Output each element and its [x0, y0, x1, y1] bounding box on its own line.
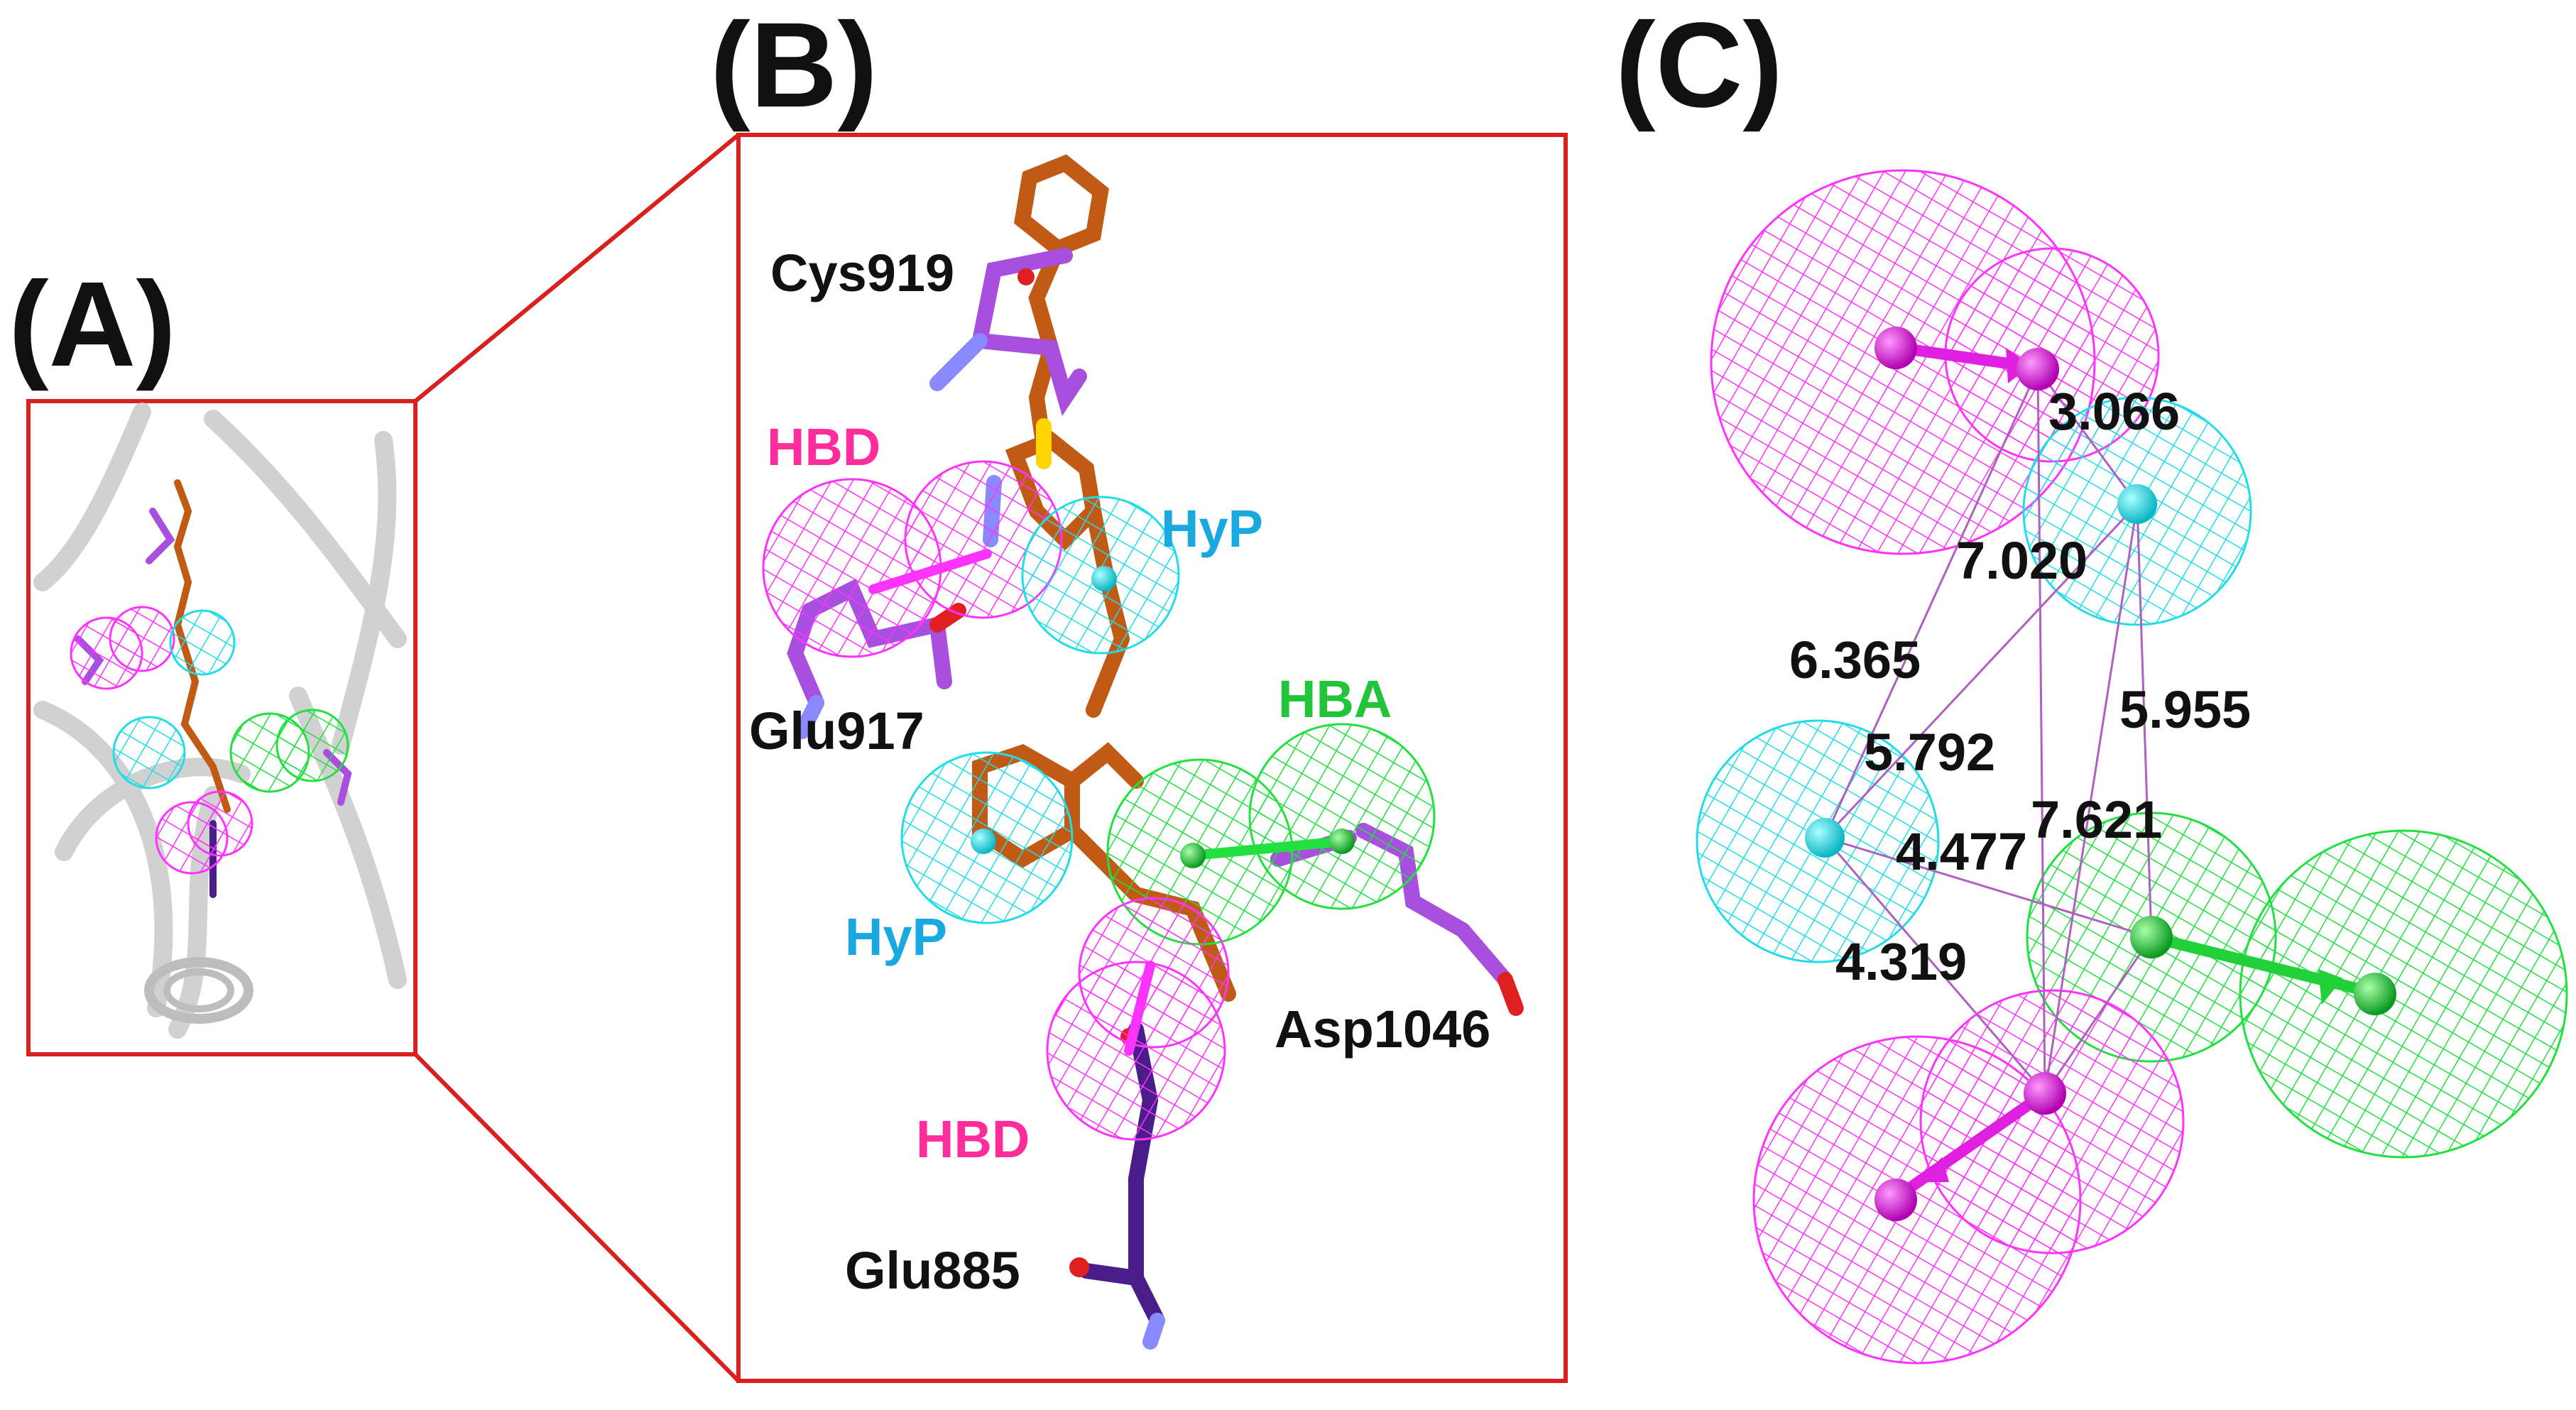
distance-label: 5.792 — [1864, 723, 1995, 782]
hyp-point-1 — [2117, 484, 2157, 524]
distance-label: 7.020 — [1956, 531, 2087, 590]
feature-vectors-b — [868, 549, 1355, 1056]
label-hyp-top: HyP — [1161, 499, 1263, 558]
label-hbd-top: HBD — [767, 417, 880, 476]
label-asp1046: Asp1046 — [1275, 1000, 1490, 1059]
label-cys919: Cys919 — [770, 244, 954, 302]
hbd-point-top-tip — [2016, 348, 2059, 390]
distance-lines — [1823, 368, 2153, 1094]
panel-c-label: (C) — [1615, 0, 1783, 133]
hbd-mesh-lower-2 — [1078, 897, 1230, 1049]
distance-label: 7.621 — [2031, 790, 2162, 849]
hyp-point-2 — [1805, 818, 1845, 858]
hbd-point-top-base — [1874, 327, 1917, 369]
panel-a-frame — [26, 399, 417, 1056]
panel-a-label: (A) — [9, 257, 176, 392]
distance-label: 5.955 — [2119, 680, 2251, 739]
hba-mesh-2 — [1248, 723, 1436, 910]
label-hyp-bottom: HyP — [845, 907, 947, 966]
hbd-point-bottom-tip — [1874, 1179, 1917, 1221]
panel-c-model: 3.066 7.020 6.365 5.792 5.955 4.477 7.62… — [1696, 169, 2568, 1365]
hba-point-base — [2130, 916, 2173, 958]
label-glu885: Glu885 — [845, 1241, 1020, 1300]
zoom-connector — [413, 133, 741, 1383]
hba-sphere-2 — [2239, 829, 2568, 1159]
hba-point-tip — [2354, 973, 2396, 1015]
panel-b-frame: Cys919 Glu917 Asp1046 Glu885 HBD HyP HBA… — [736, 133, 1568, 1383]
label-hba: HBA — [1278, 670, 1392, 728]
distance-label: 4.319 — [1835, 932, 1967, 991]
label-hbd-bottom: HBD — [916, 1110, 1030, 1169]
distance-label: 4.477 — [1896, 822, 2027, 881]
panel-b-label: (B) — [710, 0, 878, 133]
hbd-point-bottom-base — [2024, 1072, 2066, 1115]
distance-label: 3.066 — [2048, 382, 2180, 441]
cys919-sticks — [929, 248, 1087, 469]
mini-hyp-mesh — [169, 609, 236, 676]
feature-vectors-c — [1805, 327, 2396, 1221]
distance-label: 6.365 — [1789, 630, 1921, 689]
label-glu917: Glu917 — [749, 701, 924, 760]
